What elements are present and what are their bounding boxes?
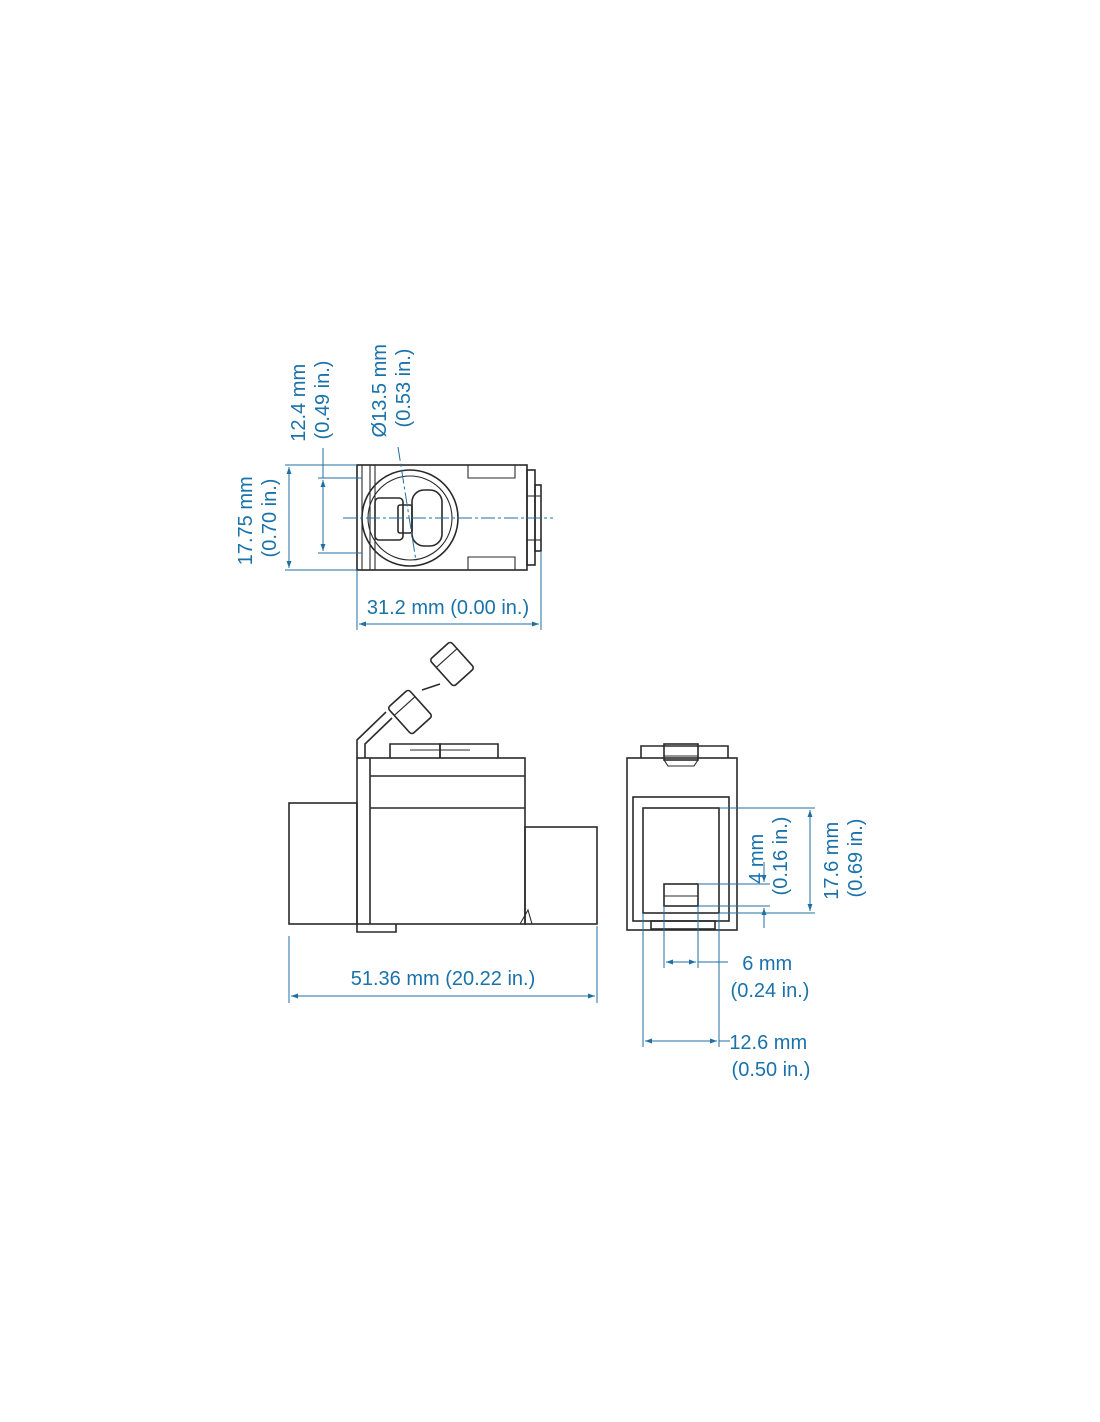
- front-view: 4 mm (0.16 in.) 17.6 mm (0.69 in.) 6 mm …: [626, 743, 867, 1081]
- side-view-body: [288, 641, 598, 933]
- dim-front-width: 12.6 mm (0.50 in.): [729, 1032, 812, 1081]
- top-view-diameter-line: [397, 446, 417, 562]
- top-view: 17.75 mm (0.70 in.) 12.4 mm (0.49 in.) Ø…: [235, 339, 553, 630]
- dim-front-slot-height: 4 mm (0.16 in.): [746, 817, 792, 896]
- dim-top-height-outer: 17.75 mm (0.70 in.): [235, 471, 281, 566]
- dim-front-slot-width: 6 mm (0.24 in.): [731, 953, 810, 1002]
- dim-front-height: 17.6 mm (0.69 in.): [821, 816, 867, 899]
- dim-top-width: 31.2 mm (0.00 in.): [367, 597, 529, 619]
- dim-top-height-inner: 12.4 mm (0.49 in.): [288, 358, 334, 441]
- dim-top-diameter: Ø13.5 mm (0.53 in.): [369, 339, 415, 438]
- front-view-body: [626, 743, 738, 931]
- dim-side-length: 51.36 mm (20.22 in.): [351, 968, 536, 990]
- side-view: 51.36 mm (20.22 in.): [288, 641, 598, 1003]
